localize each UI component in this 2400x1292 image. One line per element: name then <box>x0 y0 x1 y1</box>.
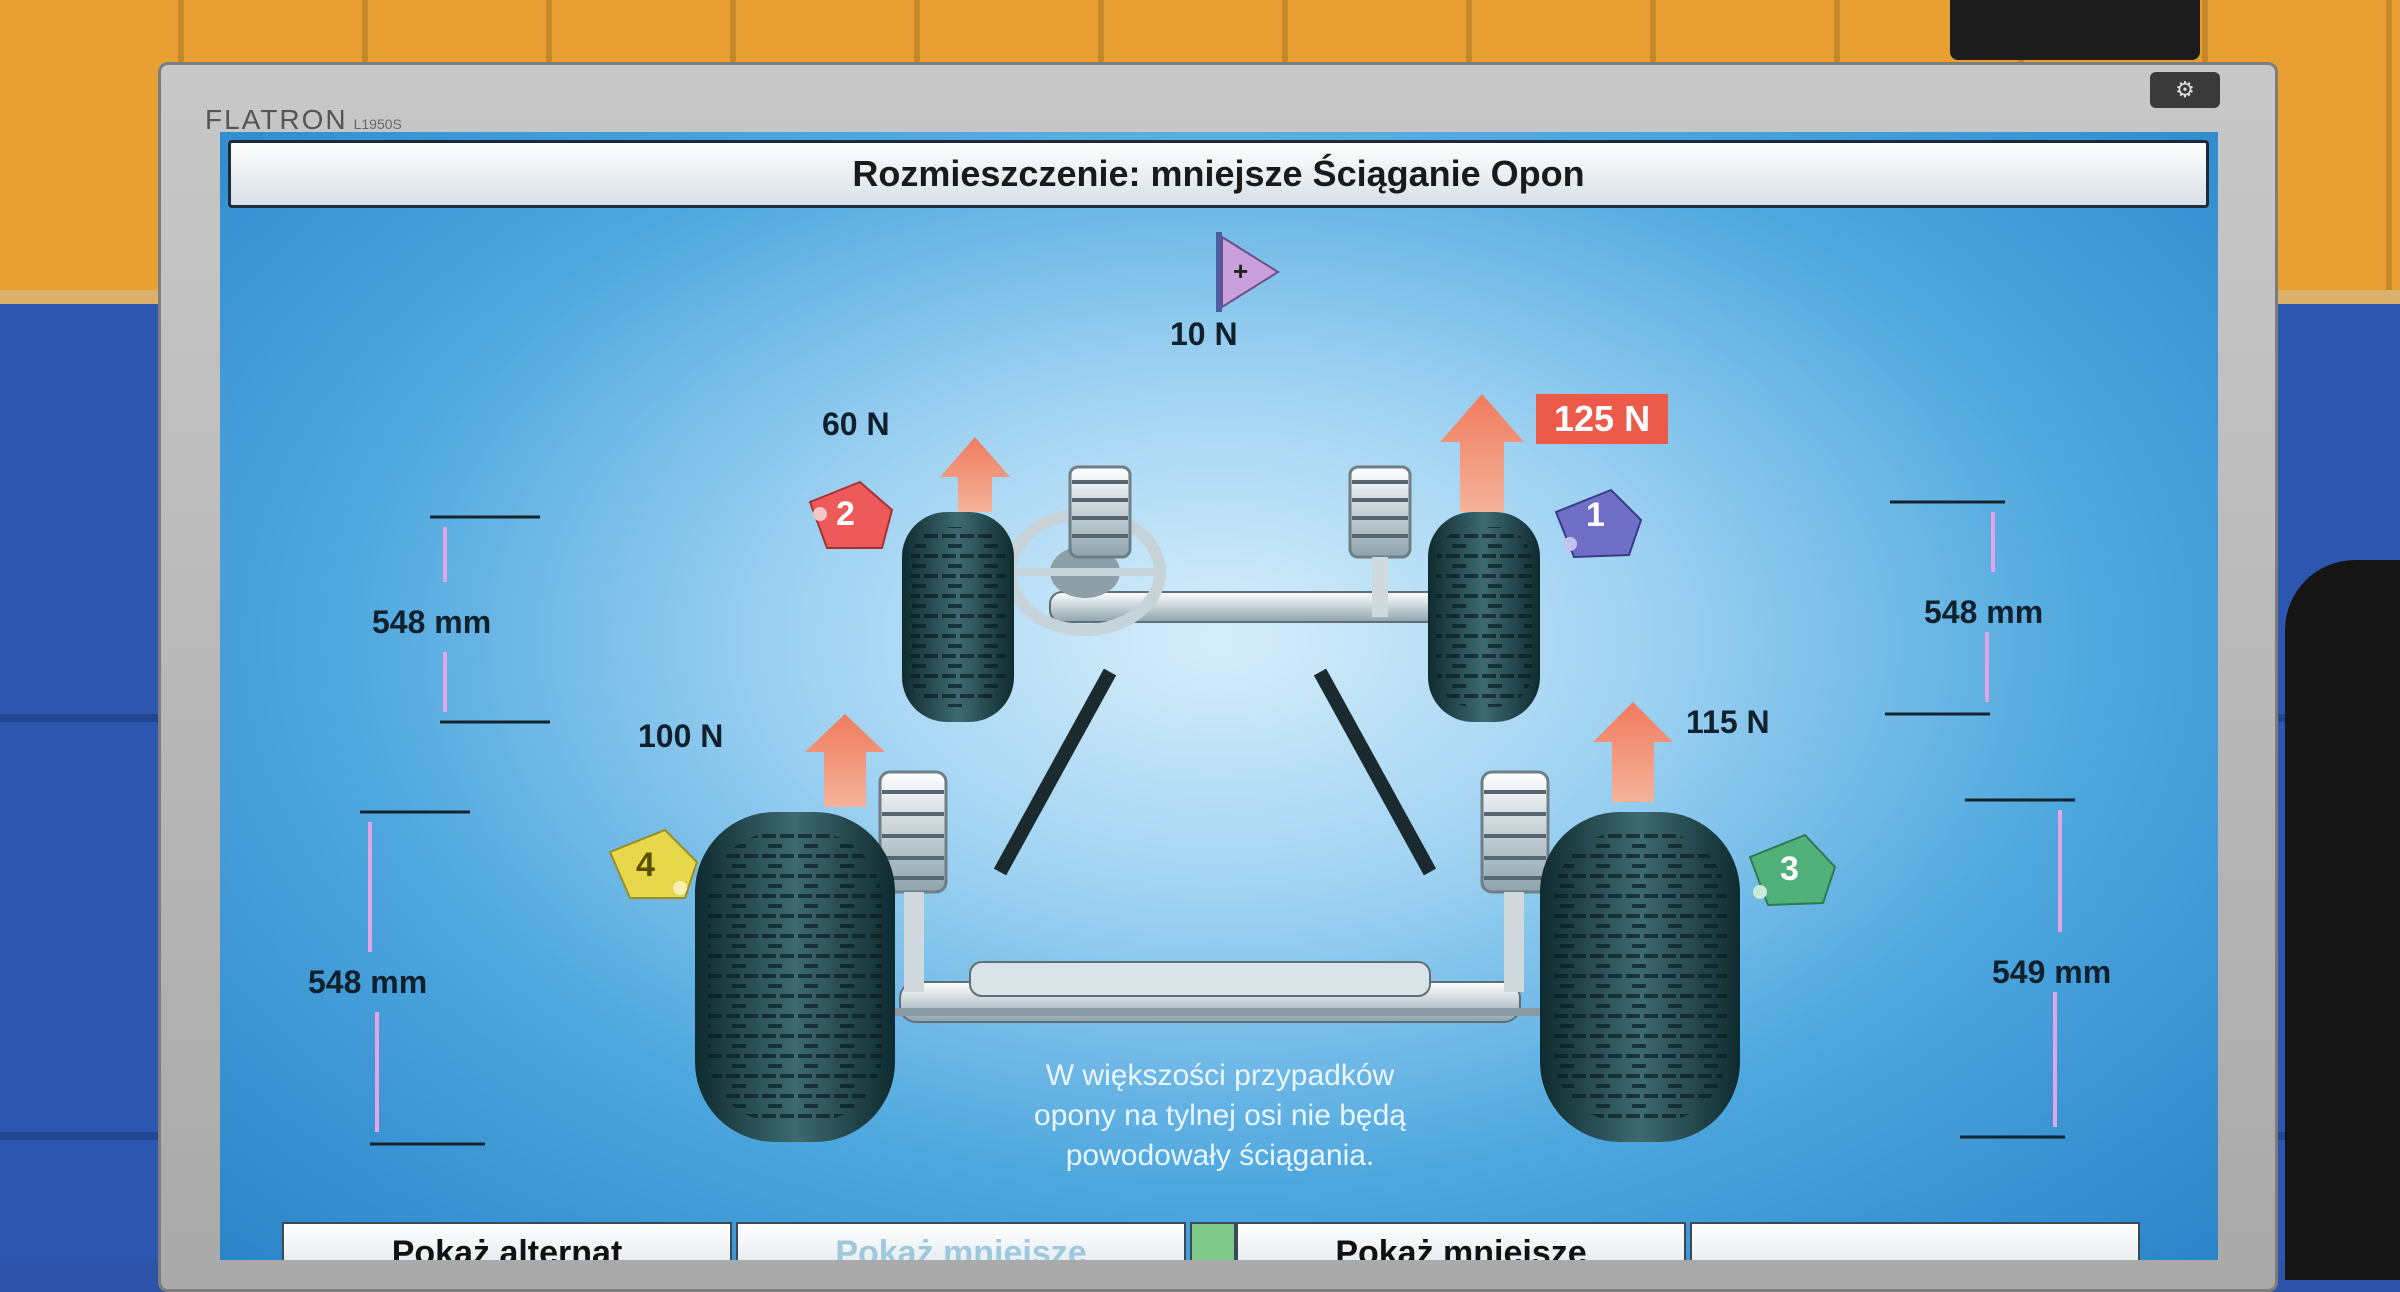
front-right-measurement: 548 mm <box>1924 594 2044 630</box>
front-right-force-label: 125 N <box>1536 394 1669 444</box>
front-left-tire <box>902 512 1014 722</box>
rear-right-spring <box>1480 770 1550 992</box>
rear-right-force-label: 115 N <box>1686 704 1770 740</box>
info-message-line: powodowały ściągania. <box>1065 1139 1375 1172</box>
show-smaller-button[interactable]: Pokaż mniejsze <box>1236 1222 1686 1260</box>
wheel-tag-2-icon <box>808 480 894 549</box>
screen-title: Rozmieszczenie: mniejsze Ściąganie Opon <box>228 140 2209 208</box>
show-smaller-button-disabled[interactable]: Pokaż mniejsze <box>736 1222 1186 1260</box>
rear-left-tire <box>695 812 895 1142</box>
background-object <box>2285 560 2400 1280</box>
front-left-measurement: 548 mm <box>372 604 492 640</box>
front-right-measure-bracket <box>1885 500 2005 716</box>
show-alternate-button[interactable]: Pokaż alternat <box>282 1222 732 1260</box>
rear-left-force-label: 100 N <box>638 718 724 754</box>
info-message-line: W większości przypadków <box>1045 1059 1395 1092</box>
rear-left-measurement: 548 mm <box>308 964 428 1000</box>
wheel-tag-2-label: 2 <box>836 495 855 533</box>
rear-right-measure-bracket <box>1960 798 2075 1139</box>
wheel-tag-4-label: 4 <box>636 846 655 884</box>
status-indicator <box>1190 1222 1236 1260</box>
front-left-force-arrow-icon <box>940 437 1010 512</box>
front-left-measure-bracket <box>430 515 550 724</box>
alignment-screen: Rozmieszczenie: mniejsze Ściąganie Opon … <box>220 132 2218 1260</box>
rear-right-measurement: 549 mm <box>1992 954 2112 990</box>
wheel-tag-1-label: 1 <box>1586 496 1605 534</box>
center-indicator-icon: + <box>1216 232 1280 312</box>
front-left-force-label: 60 N <box>822 406 890 442</box>
front-right-spring <box>1348 465 1412 617</box>
rear-axle <box>840 961 1560 1023</box>
suspension-diagram: + <box>360 232 2075 1146</box>
info-message-line: opony na tylnej osi nie będą <box>1034 1099 1406 1132</box>
background-post <box>1950 0 2200 60</box>
front-right-tire <box>1428 512 1540 722</box>
rear-left-force-arrow-icon <box>805 714 885 807</box>
center-force-label: 10 N <box>1170 316 1238 352</box>
monitor-logo-icon: ⚙ <box>2150 72 2220 108</box>
blank-button[interactable] <box>1690 1222 2140 1260</box>
wheel-tag-3-label: 3 <box>1780 850 1799 888</box>
wheel-tag-1-icon <box>1554 488 1643 559</box>
svg-text:+: + <box>1233 256 1248 286</box>
rear-right-tire <box>1540 812 1740 1142</box>
front-right-force-arrow-icon <box>1440 394 1524 512</box>
rear-right-force-arrow-icon <box>1593 702 1673 802</box>
wheel-tag-4-icon <box>608 828 699 899</box>
rear-left-measure-bracket <box>360 810 485 1146</box>
rear-left-spring <box>878 770 948 992</box>
front-left-spring <box>1068 465 1132 559</box>
info-message: W większości przypadków opony na tylnej … <box>920 1056 1520 1176</box>
wheel-tag-3-icon <box>1748 833 1837 907</box>
